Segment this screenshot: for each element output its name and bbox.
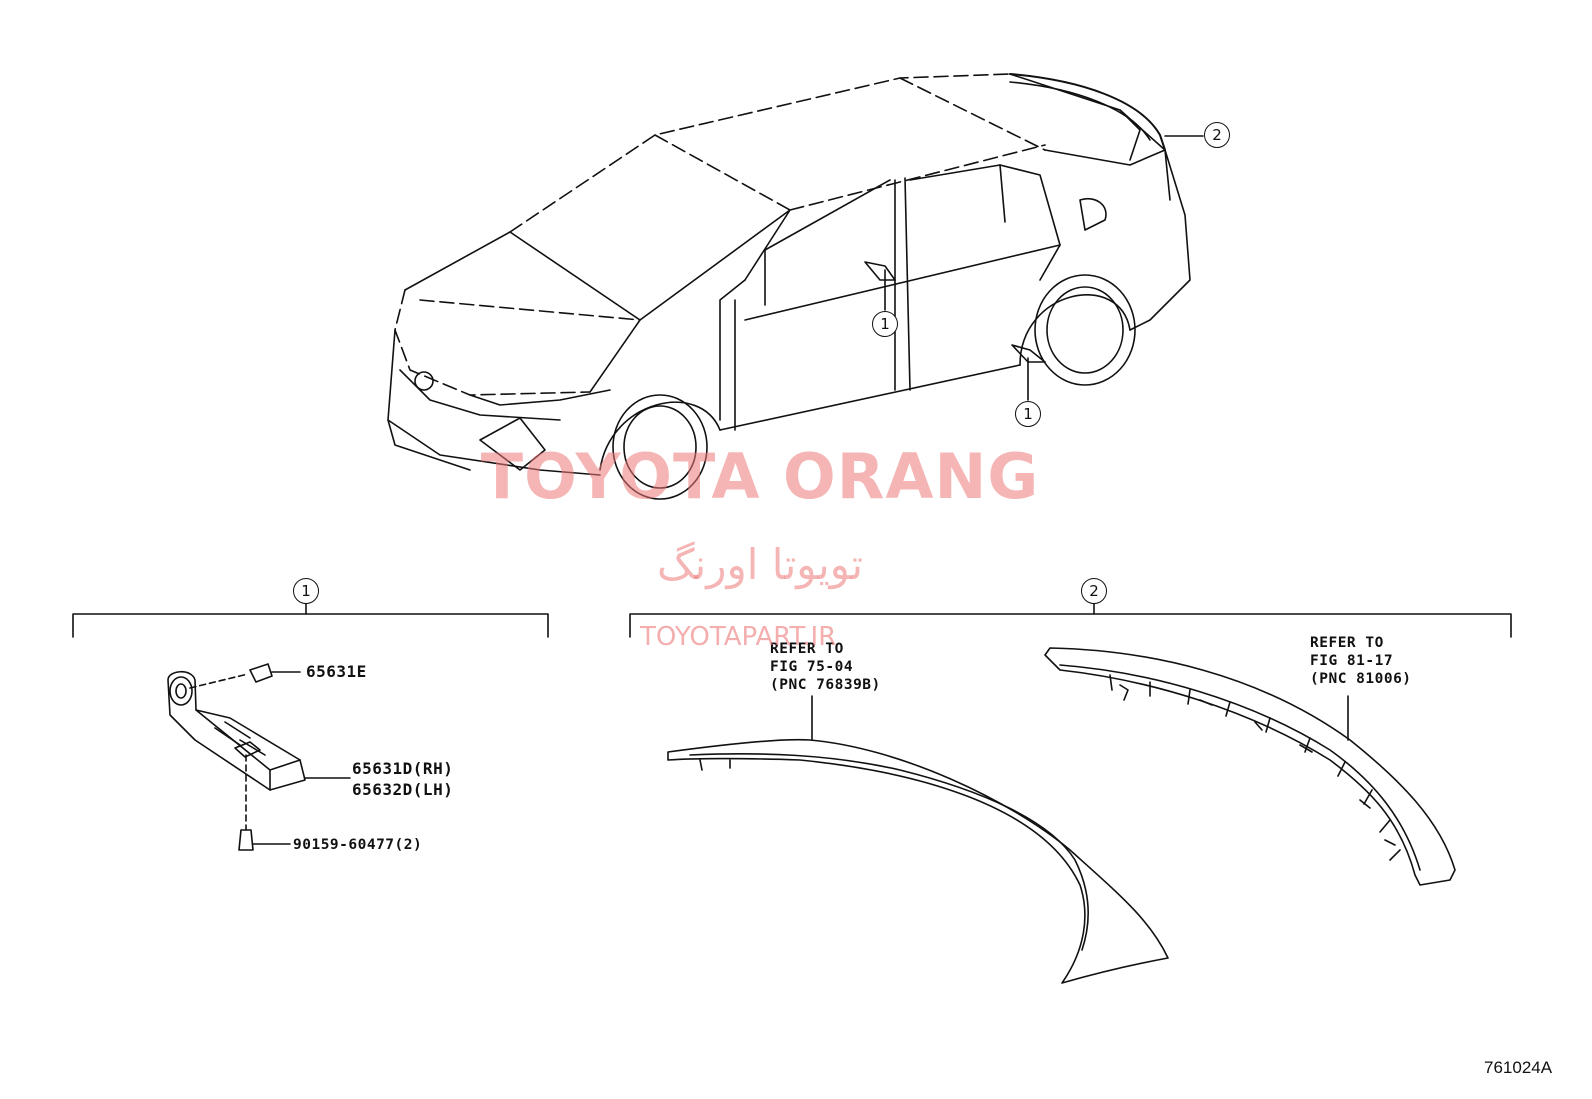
refer-note-spoiler[interactable]: REFER TO FIG 75-04 (PNC 76839B) bbox=[770, 640, 881, 694]
refer-note-garnish[interactable]: REFER TO FIG 81-17 (PNC 81006) bbox=[1310, 634, 1412, 688]
watermark-brand: TOYOTA ORANG bbox=[480, 440, 1040, 513]
refer-line: (PNC 81006) bbox=[1310, 671, 1412, 687]
refer-line: (PNC 76839B) bbox=[770, 677, 881, 693]
refer-line: FIG 75-04 bbox=[770, 659, 854, 675]
screw-drawing bbox=[238, 754, 291, 851]
car-outline bbox=[387, 73, 1191, 500]
callout-1-group: 1 bbox=[293, 578, 319, 604]
watermark-url: TOYOTAPART.IR bbox=[640, 622, 837, 652]
callout-1-car-rear: 1 bbox=[1015, 401, 1041, 427]
part-number-protector-rh[interactable]: 65631D(RH) bbox=[352, 759, 454, 778]
callout-1-car-front: 1 bbox=[872, 311, 898, 337]
group-bracket-1 bbox=[72, 613, 549, 638]
callout-2-car: 2 bbox=[1204, 122, 1230, 148]
callout-2-group: 2 bbox=[1081, 578, 1107, 604]
protector-drawing bbox=[167, 670, 306, 791]
refer-line: REFER TO bbox=[1310, 635, 1384, 651]
part-number-clip[interactable]: 65631E bbox=[306, 662, 367, 681]
part-number-protector-lh[interactable]: 65632D(LH) bbox=[352, 780, 454, 799]
garnish-drawing bbox=[1044, 647, 1456, 886]
part-number-screw[interactable]: 90159-60477(2) bbox=[293, 837, 423, 853]
figure-number: 761024A bbox=[1484, 1058, 1553, 1077]
watermark-persian: تویوتا اورنگ bbox=[656, 540, 864, 589]
refer-line: REFER TO bbox=[770, 641, 844, 657]
refer-line: FIG 81-17 bbox=[1310, 653, 1394, 669]
spoiler-drawing bbox=[667, 738, 1169, 984]
clip-drawing bbox=[189, 663, 301, 689]
group-bracket-2 bbox=[629, 613, 1512, 638]
